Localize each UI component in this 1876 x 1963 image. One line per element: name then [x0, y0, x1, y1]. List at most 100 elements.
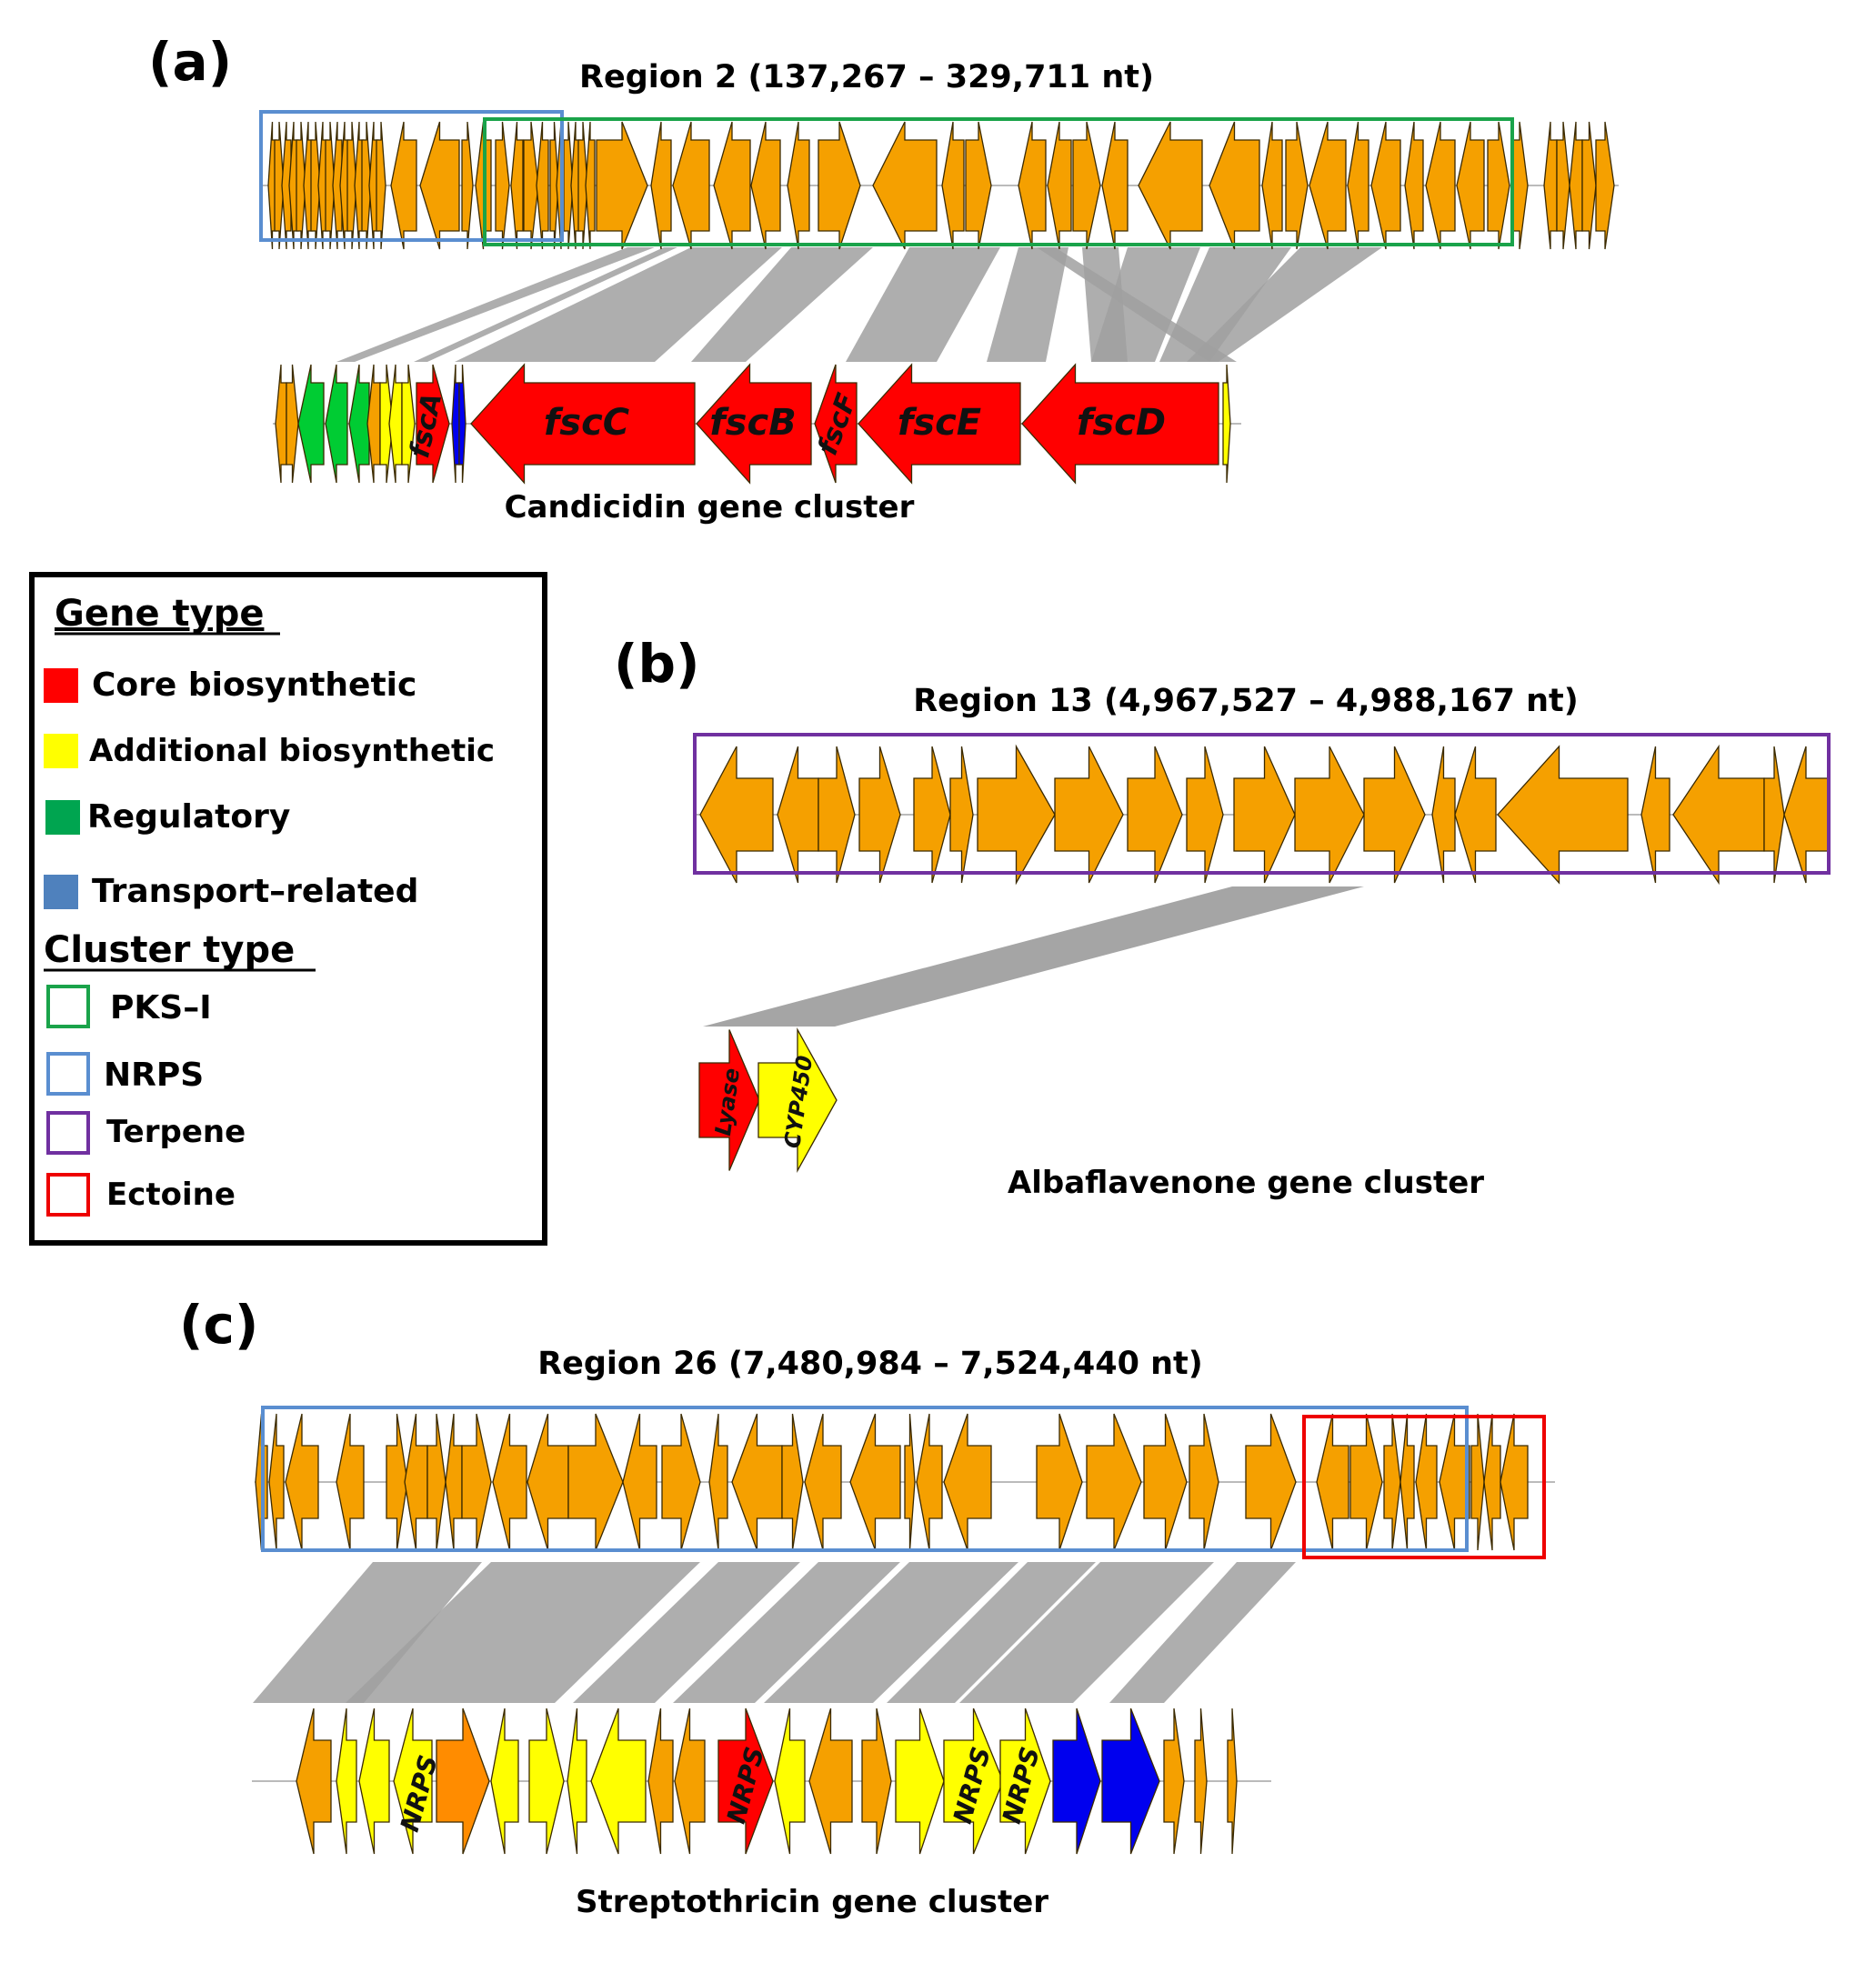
panel-b-region-gene-arrow — [913, 746, 951, 884]
panel-a-cluster-gene-arrow — [348, 364, 370, 484]
panel-a-region-gene-arrow — [1404, 121, 1424, 250]
panel-c-region-gene-arrow — [622, 1413, 657, 1551]
legend-box-ectoine — [46, 1173, 90, 1217]
panel-b-cluster-name: Albaflavenone gene cluster — [1008, 1165, 1484, 1201]
panel-b-region-gene-arrow — [699, 746, 774, 884]
legend-box-terpene — [46, 1111, 90, 1155]
panel-c-region-gene-arrow — [1415, 1413, 1438, 1551]
panel-c-cluster-gene-arrow — [674, 1708, 706, 1855]
panel-c-cluster-gene-arrow — [1163, 1708, 1185, 1855]
panel-b-region-gene-arrow — [777, 746, 819, 884]
legend-swatch-core — [44, 668, 78, 703]
panel-a-cluster-gene-arrow — [325, 364, 348, 484]
panel-a-region-gene-arrow — [585, 121, 596, 250]
panel-c-cluster-gene-arrow — [336, 1708, 357, 1855]
panel-a-homology-link — [455, 247, 782, 362]
panel-a-region-gene-arrow — [361, 121, 372, 250]
panel-a-homology-link — [1159, 247, 1291, 362]
panel-c-region-gene-arrow — [916, 1413, 943, 1551]
panel-a-region-gene-arrow — [1309, 121, 1347, 250]
panel-c-cluster-gene-arrow — [999, 1708, 1051, 1855]
panel-c-region-gene-arrow — [492, 1413, 527, 1551]
panel-a-homology-link — [1091, 247, 1200, 362]
panel-a-region-gene-arrow — [1018, 121, 1047, 250]
panel-a-cluster-genes — [275, 363, 1231, 485]
panel-c-cluster-gene-arrow — [393, 1708, 433, 1855]
panel-c-cluster-gene-arrow — [296, 1708, 332, 1855]
panel-b-region-gene-arrow — [1640, 746, 1670, 884]
panel-a-region-gene-arrow — [332, 121, 343, 250]
panel-a-cluster-gene-arrow — [416, 364, 450, 484]
panel-b-region-gene-arrow — [858, 746, 901, 884]
panel-a-pks-box — [483, 117, 1514, 246]
panel-a-region-gene-arrow — [536, 121, 549, 250]
panel-c-cluster-gene-arrow — [808, 1708, 853, 1855]
panel-c-region-gene-arrow — [268, 1413, 285, 1551]
panel-c-cluster-gene-arrow — [1052, 1708, 1101, 1855]
panel-c-region-gene-arrow — [1483, 1413, 1501, 1551]
panel-a-region-gene-arrow — [713, 121, 751, 250]
panel-c-region-gene-arrow — [1189, 1413, 1219, 1551]
panel-a-region-gene-arrow — [1347, 121, 1369, 250]
panel-c-homology-link — [673, 1562, 900, 1703]
panel-b-region-genes — [699, 744, 1829, 886]
panel-a-region-gene-arrow — [596, 121, 648, 250]
panel-a-region-gene-arrow — [419, 121, 460, 250]
panel-c-cluster-gene-arrow — [1194, 1708, 1208, 1855]
panel-a-region-gene-arrow — [325, 121, 336, 250]
panel-c-region-gene-arrow — [1036, 1413, 1083, 1551]
panel-b-region-gene-arrow — [977, 744, 1056, 886]
panel-c-region-gene-arrow — [1349, 1413, 1383, 1551]
panel-a-homology-link — [846, 247, 1000, 362]
panel-a-region-gene-arrow — [872, 121, 938, 250]
panel-a-region-gene-arrow — [1047, 121, 1072, 250]
gene-label-fscB: fscB — [709, 402, 796, 444]
panel-c-region-title: Region 26 (7,480,984 – 7,524,440 nt) — [537, 1346, 1203, 1382]
panel-a-region-gene-arrow — [274, 121, 285, 250]
panel-a-region-gene-arrow — [310, 121, 321, 250]
legend-label-ectoine: Ectoine — [106, 1177, 236, 1213]
panel-c-ectoine-box — [1302, 1415, 1546, 1559]
legend-gene-type-title: Gene type — [55, 593, 264, 635]
panel-c-region-gene-arrow — [1086, 1413, 1142, 1551]
panel-a-region-gene-arrow — [1487, 121, 1510, 250]
panel-a-region-genes — [267, 121, 1615, 250]
legend-box-pks — [46, 985, 90, 1028]
panel-b-region-gene-arrow — [1431, 746, 1456, 884]
panel-c-region-gene-arrow — [1316, 1413, 1349, 1551]
panel-b-region-gene-arrow — [1763, 746, 1785, 884]
panel-c-homology-link — [959, 1562, 1214, 1703]
panel-c-region-gene-arrow — [1399, 1413, 1415, 1551]
panel-c-cluster-gene-arrow — [528, 1708, 565, 1855]
panel-c-cluster-gene-arrow — [895, 1708, 945, 1855]
panel-a-region-gene-arrow — [390, 121, 417, 250]
legend-swatch-transport — [44, 875, 78, 909]
panel-a-cluster-gene-arrow — [379, 364, 394, 484]
panel-a-region-title: Region 2 (137,267 – 329,711 nt) — [579, 59, 1154, 95]
panel-a-region-gene-arrow — [296, 121, 306, 250]
panel-a-region-gene-arrow — [787, 121, 810, 250]
panel-c-homology-link — [764, 1562, 1018, 1703]
panel-a-cluster-gene-arrow — [388, 364, 403, 484]
panel-a-cluster-gene-arrow — [286, 364, 299, 484]
panel-a-region-gene-arrow — [495, 121, 510, 250]
panel-b-region-gene-arrow — [1363, 746, 1426, 884]
panel-a-region-gene-arrow — [563, 121, 574, 250]
panel-a-region-gene-arrow — [1581, 121, 1597, 250]
panel-c-region-gene-arrow — [426, 1413, 446, 1551]
panel-b-homology-link — [703, 886, 1364, 1027]
panel-b-region-gene-arrow — [1497, 745, 1629, 885]
panel-a-cluster-gene-arrow — [458, 364, 466, 484]
panel-c-homology-link — [253, 1562, 482, 1703]
legend-swatch-regulatory — [45, 800, 80, 835]
panel-c-region-gene-arrow — [1500, 1413, 1529, 1551]
panel-b-region-title: Region 13 (4,967,527 – 4,988,167 nt) — [913, 683, 1579, 719]
panel-c-cluster-gene-arrow — [861, 1708, 892, 1855]
panel-a-region-gene-arrow — [549, 121, 559, 250]
panel-a-region-gene-arrow — [750, 121, 781, 250]
panel-a-region-gene-arrow — [818, 121, 861, 250]
panel-c-homology-link — [1109, 1562, 1296, 1703]
panel-a-homology-links — [336, 247, 1382, 362]
panel-a-region-gene-arrow — [1556, 121, 1570, 250]
